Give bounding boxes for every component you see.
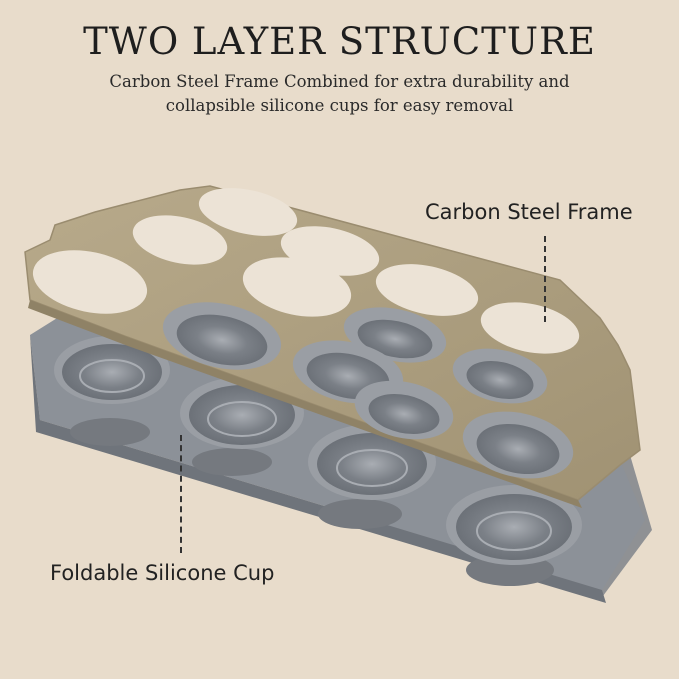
cup-leader-line <box>180 435 182 553</box>
carbon-steel-frame <box>24 185 641 508</box>
frame-cutout-with-cup <box>462 411 574 479</box>
frame-cutout-with-cup <box>452 348 548 404</box>
foldable-silicone-cup-label: Foldable Silicone Cup <box>50 561 275 585</box>
silicone-cup <box>54 336 170 404</box>
carbon-steel-frame-label: Carbon Steel Frame <box>425 200 633 224</box>
subtitle-line-2: collapsible silicone cups for easy remov… <box>165 96 514 115</box>
page-title: TWO LAYER STRUCTURE <box>83 20 596 63</box>
frame-cutout-with-cup <box>162 302 282 370</box>
frame-cutout-with-cup <box>354 380 454 440</box>
subtitle-line-1: Carbon Steel Frame Combined for extra du… <box>109 72 570 91</box>
silicone-tray <box>30 300 652 603</box>
page-subtitle: Carbon Steel Frame Combined for extra du… <box>0 70 679 118</box>
frame-leader-line <box>544 236 546 322</box>
silicone-cup <box>446 485 582 565</box>
